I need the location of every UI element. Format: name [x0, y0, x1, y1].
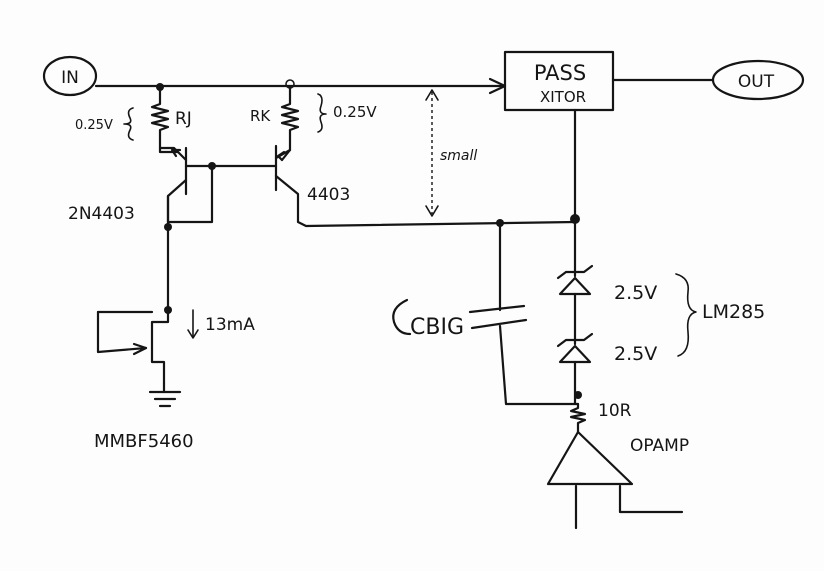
rk-brace [317, 93, 327, 133]
resistor-10r-body [569, 402, 587, 434]
rj-voltage-label: 0.25V [75, 118, 113, 133]
cap-label: CBIG [410, 315, 464, 340]
q1-emitter [158, 146, 188, 162]
output-terminal-oval [711, 59, 805, 101]
resistor-rk-body [280, 86, 300, 162]
opamp: OPAMP [546, 430, 689, 530]
zener-1-bar [556, 264, 594, 280]
q2-emitter-arrow [276, 150, 286, 162]
opamp-label: OPAMP [630, 436, 689, 456]
transistor-right-label: 4403 [307, 185, 350, 205]
resistor-10r: 10R [569, 401, 632, 434]
output-terminal: OUT [711, 59, 805, 101]
small-arrow-down [425, 205, 439, 217]
cap-c-glyph [392, 298, 412, 336]
zener-stack-lm285: 2.5V 2.5V LM285 [556, 217, 765, 406]
rk-label: RK [250, 107, 271, 125]
transistor-left-label: 2N4403 [68, 204, 135, 224]
q2-collector-wire [274, 174, 577, 228]
opamp-input-right [618, 484, 684, 514]
transistor-4403-right: 4403 [274, 144, 577, 228]
input-terminal: IN [42, 55, 98, 97]
pass-label-line1: PASS [534, 61, 586, 85]
ground-symbol [148, 390, 182, 408]
resistor-label: 10R [598, 401, 632, 421]
jfet-channel [150, 308, 170, 386]
q1-diode-connection [166, 164, 214, 224]
cap-bottom-wire [498, 324, 580, 406]
capacitor-cbig: CBIG [392, 221, 580, 406]
jfet-mmbf5460: 13mA MMBF5460 [94, 223, 255, 452]
small-label: small [440, 148, 477, 164]
zener-2-body [558, 344, 592, 364]
cap-plate-top [468, 304, 526, 314]
resistor-rj-body [150, 85, 180, 154]
rj-brace [123, 107, 134, 141]
zener-2-bar [556, 332, 594, 348]
zener-1-body [558, 276, 592, 296]
current-label: 13mA [205, 315, 255, 335]
small-arrow-up [425, 89, 439, 101]
output-terminal-label: OUT [738, 72, 775, 92]
input-terminal-label: IN [61, 68, 79, 88]
rj-label: RJ [175, 109, 192, 129]
rk-voltage-label: 0.25V [333, 103, 377, 121]
pass-label-line2: XITOR [540, 88, 586, 106]
junction-zener-bottom [574, 391, 582, 399]
input-terminal-oval [42, 55, 98, 97]
opamp-triangle [546, 430, 634, 486]
jfet-gate-arrow [132, 342, 148, 356]
resistor-rk: RK 0.25V [250, 86, 377, 162]
current-arrow-head [187, 329, 199, 339]
junction-q1-collector [164, 223, 172, 231]
zener-brace [675, 273, 697, 357]
jfet-label: MMBF5460 [94, 431, 194, 452]
zener-group-label: LM285 [702, 301, 765, 323]
q1-collector [166, 178, 188, 228]
resistor-rj: 0.25V RJ [75, 85, 192, 154]
zener-bottom-label: 2.5V [614, 343, 657, 365]
jfet-gate-loop [96, 310, 148, 354]
small-voltage-indicator: small [425, 89, 477, 217]
transistor-2n4403-left: 2N4403 [68, 146, 214, 228]
pass-transistor-block: PASS XITOR [503, 50, 615, 112]
cap-plate-bottom [470, 318, 528, 330]
zener-top-label: 2.5V [614, 282, 657, 304]
junction-base-tie [208, 162, 216, 170]
q1-emitter-arrow [170, 148, 182, 158]
